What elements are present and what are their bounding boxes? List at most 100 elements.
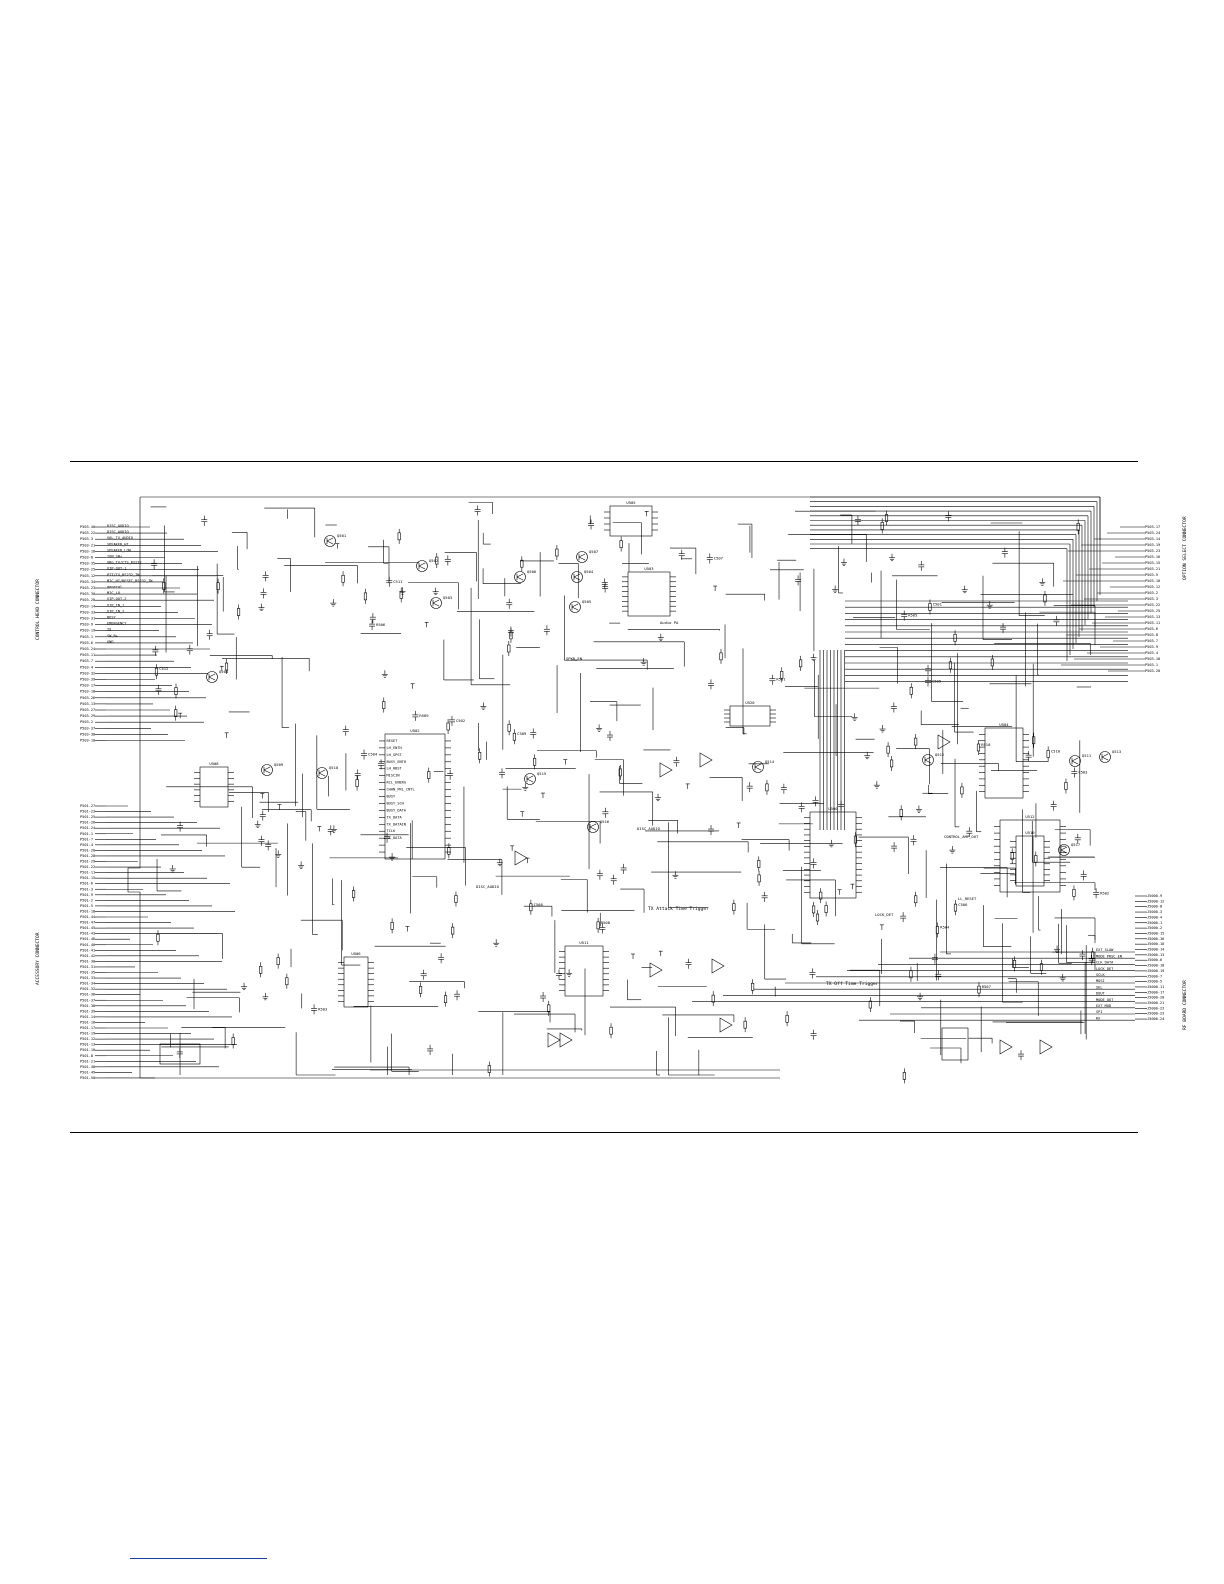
transistor-ref: Q515 (537, 771, 546, 776)
connector-pin: P501-48 (80, 1065, 95, 1069)
resistor (824, 905, 828, 913)
ic-pin: TX_DATAIN (387, 822, 406, 826)
transistor (587, 821, 599, 833)
ic-pin: BUSY_ENTH (387, 760, 406, 764)
connector-pin: P503-3 (80, 537, 93, 541)
connector-pin: P501-3 (80, 887, 93, 891)
resistor (397, 532, 401, 541)
connector-pin: P503-23 (80, 586, 95, 590)
passive-ref: R507 (982, 984, 991, 989)
ic-pin: BUSY_SCH (387, 801, 404, 805)
resistor (156, 933, 160, 942)
passive-ref: C503 (1078, 769, 1087, 774)
resistor (352, 890, 356, 898)
transistor-ref: Q507 (589, 549, 598, 554)
connector-pin: P501-4 (80, 843, 93, 847)
passive-ref: C509 (517, 731, 527, 736)
net-label: IGN_SW+ (107, 555, 123, 559)
resistor (154, 667, 159, 676)
passive-ref: C502 (456, 718, 465, 723)
ic-ref: U510 (1025, 830, 1035, 835)
accessory-connector-title: ACCESSORY CONNECTOR (36, 932, 41, 985)
ic-pin: CHAN_PRL_CNTL (387, 788, 415, 792)
resistor (236, 608, 241, 616)
resistor (507, 723, 511, 732)
resistor (977, 985, 981, 994)
resistor (419, 986, 423, 994)
bottom-rule (70, 1132, 1138, 1133)
footer-link-underline[interactable] (130, 1558, 267, 1559)
resistor (454, 895, 458, 903)
transistor (1099, 751, 1111, 763)
connector-pin: P503-14 (80, 604, 95, 608)
passive-ref: C504 (368, 752, 378, 757)
connector-pin: P503-2 (80, 720, 93, 724)
net-label: DISC_AUDIO (107, 524, 129, 528)
net-label: GND (107, 640, 114, 644)
connector-pin: J5000-11 (1147, 985, 1164, 989)
resistor (815, 913, 820, 922)
ic-ref: U503 (644, 566, 653, 571)
resistor (1012, 960, 1017, 968)
connector-pin: P503-24 (1145, 531, 1160, 535)
connector-pin: J5000-8 (1147, 905, 1162, 909)
transistor-ref: Q503 (443, 595, 452, 600)
net-label: general (107, 585, 122, 589)
transistor-ref: Q504 (584, 569, 594, 574)
connector-pin: P501-21 (80, 1059, 95, 1063)
ic-ref: U502 (410, 728, 419, 733)
passive-ref: R506 (376, 622, 386, 627)
connector-pin: J5000-2 (1147, 926, 1162, 930)
passive-ref: C511 (393, 579, 403, 584)
ic-u510 (1015, 835, 1045, 887)
connector-pin: P503-18 (80, 690, 95, 694)
resistor (555, 548, 559, 557)
connector-pin: P501-1 (80, 832, 93, 836)
resistor (609, 1026, 613, 1035)
transistor-ref: Q514 (765, 759, 775, 764)
backup-circuit (159, 1043, 201, 1065)
resistor (451, 926, 455, 935)
op-amp (559, 1032, 573, 1048)
connector-pin: J5000-13 (1147, 953, 1164, 957)
connector-pin: P503-1 (80, 635, 93, 639)
net-label: MODE_PRSC_EN (1096, 954, 1122, 958)
resistor (914, 895, 918, 904)
connector-pin: P503-22 (1145, 603, 1160, 607)
connector-pin: P503-1 (1145, 663, 1158, 667)
connector-pin: P503-15 (1145, 561, 1160, 565)
connector-pin: P503-16 (80, 549, 95, 553)
passive-ref: C506 (958, 902, 968, 907)
transistor-ref: Q517 (1071, 842, 1080, 847)
resistor (399, 591, 403, 599)
note-audio-pa: Audio PA (660, 620, 679, 625)
connector-pin: P501-50 (80, 1076, 95, 1080)
connector-pin: P503-25 (1145, 609, 1160, 613)
ic-ref: U506 (351, 951, 361, 956)
net-label: BUSY (107, 616, 116, 620)
op-amp (1039, 1039, 1053, 1055)
net-label: SPEAKER_LOW (107, 548, 132, 552)
transistor-ref: Q508 (219, 669, 229, 674)
connector-pin: P501-19 (80, 1032, 95, 1036)
connector-pin: P501-6 (80, 882, 93, 886)
net-label: SPI (1096, 1010, 1103, 1014)
connector-pin: J5000-20 (1147, 996, 1164, 1000)
ic-ref: U504 (999, 722, 1009, 727)
net-label: MOSI (1096, 979, 1105, 983)
connector-pin: P501-24 (80, 826, 95, 830)
passive-ref: C501 (933, 601, 943, 606)
resistor (757, 860, 761, 868)
connector-pin: P503-7 (1145, 639, 1158, 643)
op-amp (999, 1039, 1013, 1055)
ic-u511 (564, 945, 604, 997)
transistor (514, 571, 526, 583)
resistor (355, 779, 359, 787)
connector-pin: J5000-15 (1147, 931, 1164, 935)
resistor (899, 809, 903, 817)
ic-pin: LH_ENTH (387, 746, 402, 750)
transistor-ref: Q505 (582, 599, 591, 604)
ic-u506 (343, 956, 369, 1008)
connector-pin: P503-16 (1145, 555, 1160, 559)
connector-pin: P501-44 (80, 915, 95, 919)
